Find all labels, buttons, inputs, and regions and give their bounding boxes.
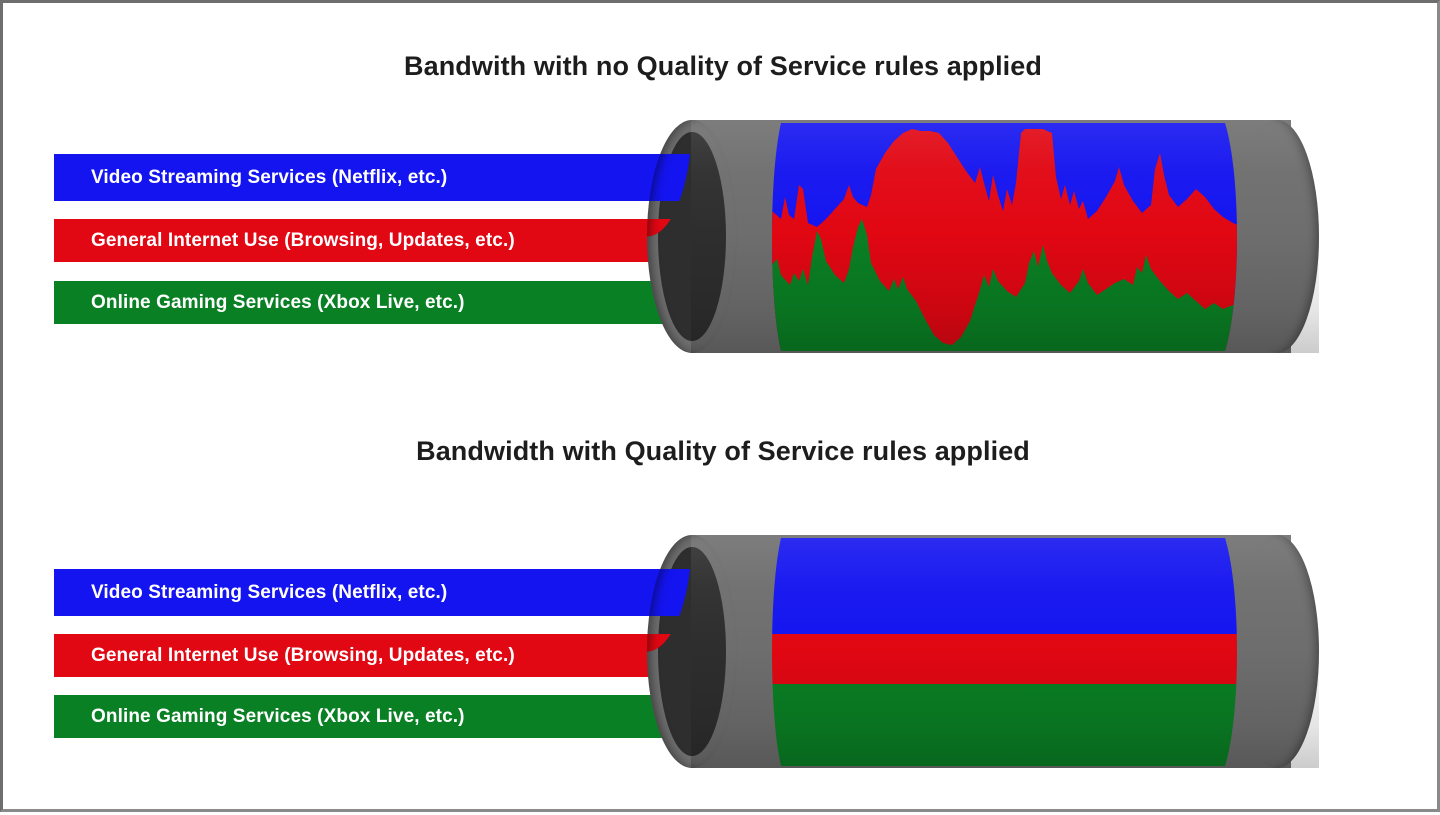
pipe-inner-shadow	[647, 535, 737, 768]
pipe-cap-right	[1235, 120, 1319, 353]
panel-title-no-qos: Bandwith with no Quality of Service rule…	[403, 51, 1042, 81]
feed-bar-gaming-with-qos: Online Gaming Services (Xbox Live, etc.)	[54, 695, 698, 738]
feed-bar-internet-no-qos: General Internet Use (Browsing, Updates,…	[54, 219, 698, 262]
flow-area-chart	[772, 538, 1237, 766]
feed-bar-gaming-no-qos: Online Gaming Services (Xbox Live, etc.)	[54, 281, 698, 324]
feed-bar-label: General Internet Use (Browsing, Updates,…	[91, 644, 515, 666]
feed-bar-video-with-qos: Video Streaming Services (Netflix, etc.)	[54, 569, 698, 616]
band-internet	[772, 634, 1237, 684]
flow-area-chart	[772, 123, 1237, 351]
feed-bar-label: General Internet Use (Browsing, Updates,…	[91, 229, 515, 251]
panel-with-qos: Bandwidth with Quality of Service rules …	[3, 403, 1440, 815]
panel-no-qos: Bandwith with no Quality of Service rule…	[3, 3, 1440, 403]
feed-bar-internet-with-qos: General Internet Use (Browsing, Updates,…	[54, 634, 698, 677]
feed-bar-label: Online Gaming Services (Xbox Live, etc.)	[91, 705, 465, 727]
feed-bar-label: Online Gaming Services (Xbox Live, etc.)	[91, 291, 465, 313]
feed-bar-label: Video Streaming Services (Netflix, etc.)	[91, 581, 448, 603]
panel-title-with-qos: Bandwidth with Quality of Service rules …	[416, 436, 1030, 466]
feed-bar-label: Video Streaming Services (Netflix, etc.)	[91, 166, 448, 188]
band-gaming	[772, 684, 1237, 766]
pipe-inner-shadow	[647, 120, 737, 353]
flow-contended	[763, 123, 1243, 351]
flow-shaped	[763, 538, 1243, 766]
feed-bar-video-no-qos: Video Streaming Services (Netflix, etc.)	[54, 154, 698, 201]
band-video	[772, 538, 1237, 634]
pipe-cap-right	[1235, 535, 1319, 768]
